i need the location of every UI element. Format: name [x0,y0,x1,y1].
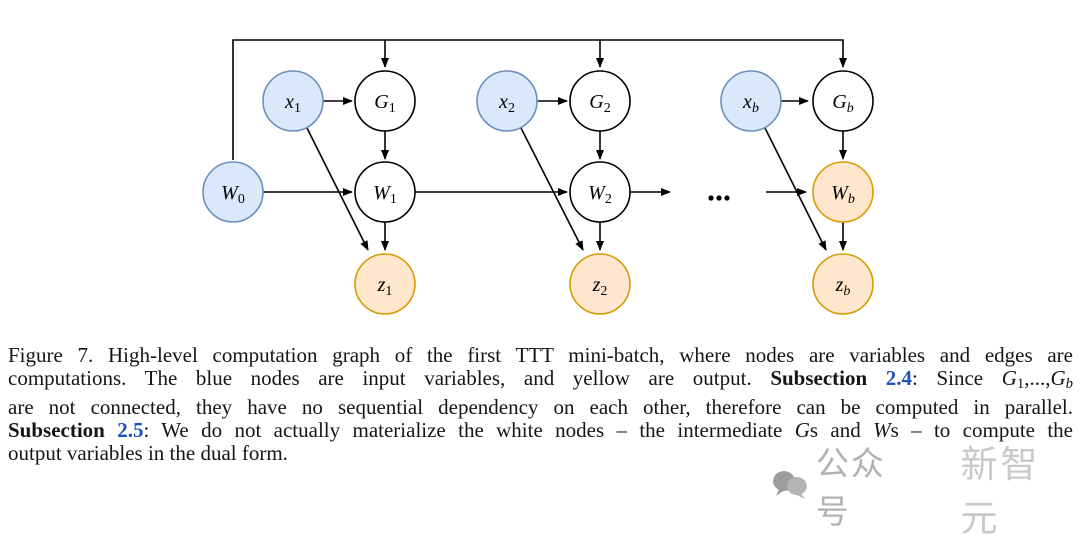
caption-segment: G [794,418,810,443]
node-z1: z1 [354,253,416,315]
node-w1: W1 [354,161,416,223]
svg-text:W1: W1 [373,182,397,207]
caption-segment: s – to compute the [890,418,1073,443]
node-z1-label: z [377,274,386,296]
node-z2-subscript: 2 [600,284,607,299]
caption-segment: s and [809,418,874,443]
svg-text:z2: z2 [592,274,608,299]
node-g2-subscript: 2 [604,101,611,116]
node-z2-label: z [592,274,601,296]
node-w2-subscript: 2 [605,192,612,207]
caption-segment: G [1050,366,1066,390]
svg-text:x1: x1 [284,91,301,116]
caption-segment: : We do not actually materialize the whi… [143,418,795,443]
node-g1: G1 [354,70,416,132]
caption-segment: b [1065,376,1074,393]
svg-text:z1: z1 [377,274,393,299]
svg-text:G2: G2 [589,91,610,116]
edge-x2-z2 [520,127,584,251]
svg-text:W2: W2 [588,182,612,207]
node-g2: G2 [569,70,631,132]
node-xb-label: x [742,91,752,113]
node-zb: zb [812,253,874,315]
node-w1-label: W [373,182,392,204]
node-wb: Wb [812,161,874,223]
caption-segment: output variables in the dual form. [8,441,288,466]
node-zb-label: z [835,274,844,296]
edge-x1-z1 [306,127,369,251]
caption-segment: are not connected, they have no sequenti… [8,395,1073,420]
node-w1-subscript: 1 [390,192,397,207]
edge-w0-rail-gb [232,39,847,160]
node-x1-label: x [284,91,294,113]
svg-text:zb: zb [835,274,851,299]
caption-segment: Figure 7. High-level computation graph o… [8,343,1073,367]
caption-line: are not connected, they have no sequenti… [8,396,1073,419]
node-w0: W0 [202,161,264,223]
caption-segment: 1 [1016,376,1025,393]
caption: Figure 7. High-level computation graph o… [8,344,1073,465]
node-gb-label: G [832,91,847,113]
page: { "figure": { "nodes": { "w0": {"main": … [8,39,1074,539]
node-g1-label: G [374,91,389,113]
caption-line: Figure 7. High-level computation graph o… [8,344,1073,367]
node-x2-label: x [498,91,508,113]
node-w2: W2 [569,161,631,223]
caption-line: output variables in the dual form. [8,442,1073,465]
caption-segment: Subsection [770,366,886,390]
caption-segment: computations. The blue nodes are input v… [8,366,771,390]
node-wb-subscript: b [848,192,855,207]
caption-line: Subsection 2.5: We do not actually mater… [8,419,1073,442]
caption-segment: G [1001,366,1017,390]
svg-text:Gb: Gb [832,91,853,116]
caption-segment: : Since [912,366,1002,390]
node-z2: z2 [569,253,631,315]
svg-text:Wb: Wb [831,182,855,207]
edge-xb-zb [764,127,827,251]
node-xb: xb [720,70,782,132]
edges [232,39,847,251]
caption-segment: W [873,418,891,443]
node-zb-subscript: b [843,284,850,299]
subsection-ref-link[interactable]: 2.5 [117,418,144,443]
node-xb-subscript: b [752,101,759,116]
ellipsis-dots [708,195,730,201]
svg-text:W0: W0 [221,182,245,207]
node-gb-subscript: b [847,101,854,116]
node-gb: Gb [812,70,874,132]
node-w0-subscript: 0 [238,192,245,207]
node-g1-subscript: 1 [389,101,396,116]
nodes: W0 x1 G1 W1 z1 x2 G2 W2 [202,70,874,315]
node-w0-label: W [221,182,240,204]
caption-segment: Subsection [8,418,118,443]
node-g2-label: G [589,91,604,113]
computation-graph-figure: W0 x1 G1 W1 z1 x2 G2 W2 [202,39,874,315]
node-x2-subscript: 2 [508,101,515,116]
svg-text:x2: x2 [498,91,515,116]
node-x1-subscript: 1 [294,101,301,116]
caption-line: computations. The blue nodes are input v… [8,367,1073,396]
svg-text:G1: G1 [374,91,395,116]
node-w2-label: W [588,182,607,204]
node-x2: x2 [476,70,538,132]
svg-text:xb: xb [742,91,759,116]
subsection-ref-link[interactable]: 2.4 [885,366,913,390]
node-z1-subscript: 1 [385,284,392,299]
caption-segment: ,..., [1024,366,1051,390]
chat-bubbles-icon [772,471,807,499]
node-x1: x1 [262,70,324,132]
node-wb-label: W [831,182,850,204]
